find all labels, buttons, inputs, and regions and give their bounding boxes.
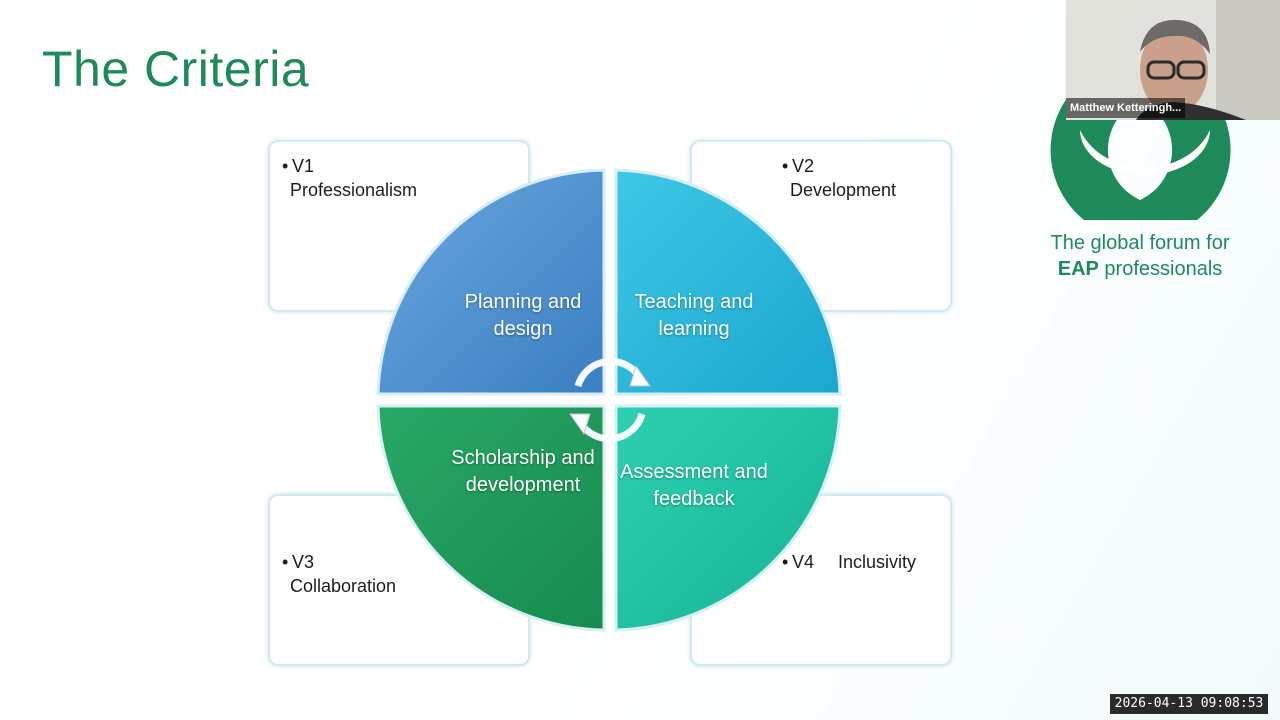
bullet-icon: •	[282, 552, 289, 572]
tagline-bold: EAP	[1057, 258, 1099, 280]
value-code: V3	[292, 552, 315, 572]
value-text: Inclusivity	[838, 552, 917, 572]
participant-name: Matthew Ketteringh...	[1066, 98, 1186, 118]
quadrant-label-scholarship: Scholarship and development	[451, 447, 595, 496]
quadrant-planning	[376, 168, 606, 396]
tagline-line1: The global forum for	[1050, 232, 1230, 254]
quadrant-label-assessment: Assessment and feedback	[620, 461, 768, 510]
value-code: V2	[792, 156, 815, 176]
value-code: V1	[292, 156, 315, 176]
bullet-icon: •	[782, 156, 789, 176]
tagline: The global forum for EAP professionals	[1030, 230, 1250, 282]
tagline-rest: professionals	[1098, 258, 1223, 280]
value-text: Professionalism	[290, 180, 418, 200]
criteria-wheel	[376, 168, 842, 632]
slide-title: The Criteria	[42, 41, 310, 97]
tagline-line2: EAP professionals	[1030, 256, 1250, 282]
quadrant-teaching	[614, 168, 842, 396]
value-text: Collaboration	[290, 576, 397, 596]
quadrant-label-planning: Planning and design	[464, 291, 582, 340]
quadrant-assessment	[614, 404, 842, 632]
participant-video-tile[interactable]: Matthew Ketteringh...	[1066, 0, 1280, 120]
quadrant-label-teaching: Teaching and learning	[634, 291, 754, 340]
bullet-icon: •	[282, 156, 289, 176]
quadrant-scholarship	[376, 404, 606, 632]
value-text: Development	[790, 180, 897, 200]
bullet-icon: •	[782, 552, 789, 572]
cycle-arrows-icon	[574, 357, 646, 443]
value-code: V4	[792, 552, 815, 572]
timestamp: 2026-04-13 09:08:53	[1110, 694, 1268, 714]
